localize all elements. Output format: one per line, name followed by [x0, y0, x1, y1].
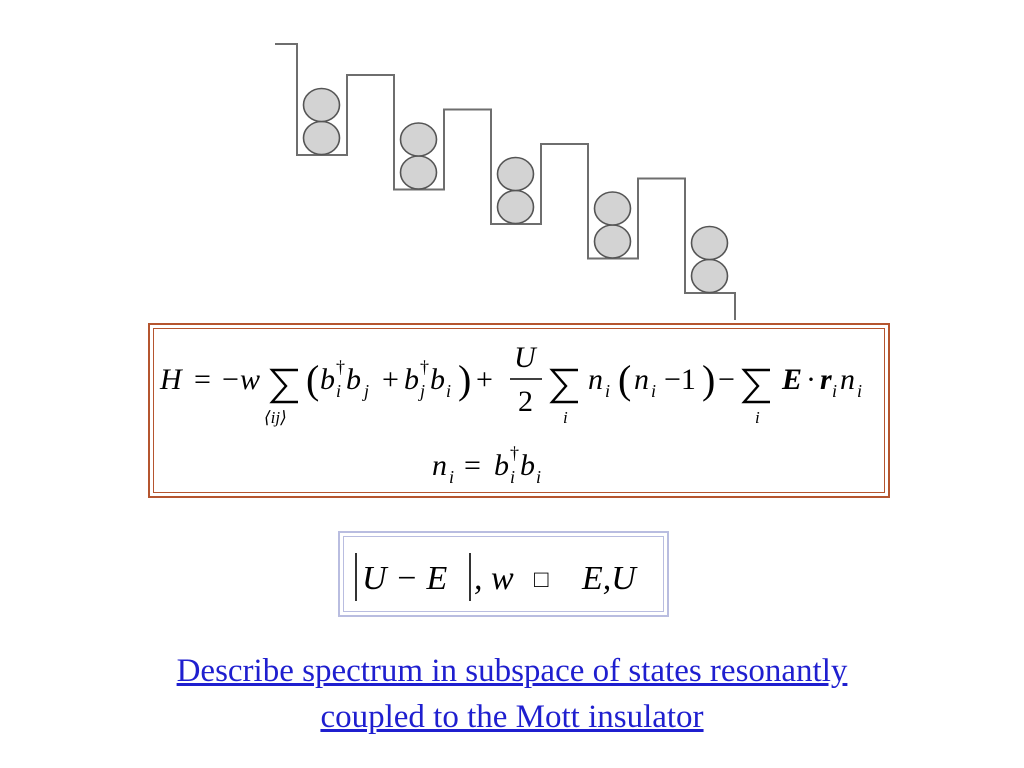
cond-rhs: E,U: [581, 560, 638, 597]
atom-site-1-1: [302, 120, 341, 156]
tilted-lattice-diagram: [275, 43, 736, 320]
paren-open-2: (: [618, 357, 631, 402]
numop-n-sub: i: [449, 467, 454, 487]
eq-minus-w: −: [222, 363, 239, 396]
term-n2: n: [634, 363, 649, 396]
cond-relation: □: [534, 567, 549, 593]
cond-comma-w: , w: [474, 560, 514, 597]
eq-H: H: [159, 363, 184, 396]
sum-pairs-symbol: [269, 368, 298, 404]
describe-spectrum-link[interactable]: Describe spectrum in subspace of states …: [80, 648, 944, 740]
link-line-1[interactable]: Describe spectrum in subspace of states …: [176, 653, 848, 689]
term-E: E: [781, 363, 802, 396]
term-minus-2: −: [718, 363, 735, 396]
numop-n: n: [432, 449, 447, 482]
term-n3-sub: i: [857, 381, 862, 401]
atom-site-1-2: [302, 87, 341, 123]
term-n2-sub: i: [651, 381, 656, 401]
condition-box: U − E , w □ E,U: [338, 531, 669, 617]
term-r: r: [820, 363, 832, 396]
sum-i-index-2: i: [755, 408, 760, 427]
term-b3: b: [404, 363, 419, 396]
term-dot: ·: [806, 363, 816, 396]
numop-equals: =: [464, 449, 481, 482]
term-plus-1: +: [382, 363, 399, 396]
frac-2: 2: [518, 385, 533, 418]
frac-U: U: [514, 341, 538, 374]
term-b1-dagger: †: [336, 357, 345, 377]
eq-equals: =: [194, 363, 211, 396]
term-r-sub: i: [832, 381, 837, 401]
term-n1: n: [588, 363, 603, 396]
numop-b2: b: [520, 449, 535, 482]
paren-close-1: ): [458, 357, 471, 402]
sum-i-index-1: i: [563, 408, 568, 427]
term-minus-one: −1: [664, 363, 696, 396]
paren-open-1: (: [306, 357, 319, 402]
atom-site-3-1: [496, 189, 535, 225]
term-b2: b: [346, 363, 361, 396]
term-b3-dagger: †: [420, 357, 429, 377]
term-b1-sub: i: [336, 381, 341, 401]
atom-site-5-1: [690, 258, 729, 294]
sum-pairs-index: ⟨ij⟩: [264, 408, 287, 427]
atom-site-4-2: [593, 191, 632, 226]
term-b4: b: [430, 363, 445, 396]
term-plus-2: +: [476, 363, 493, 396]
atom-site-5-2: [690, 225, 729, 261]
abs-inner: U − E: [362, 560, 447, 597]
numop-b2-sub: i: [536, 467, 541, 487]
sum-i-symbol-2: [741, 368, 770, 404]
term-n1-sub: i: [605, 381, 610, 401]
term-b3-sub: j: [418, 381, 425, 401]
term-b4-sub: i: [446, 381, 451, 401]
term-n3: n: [840, 363, 855, 396]
sum-i-symbol-1: [549, 368, 578, 404]
condition-equation: U − E , w □ E,U: [355, 553, 638, 601]
hamiltonian-equation: H = − w ⟨ij⟩ ( b † i b j + b † j b i ) +…: [159, 341, 862, 487]
term-b1: b: [320, 363, 335, 396]
paren-close-2: ): [702, 357, 715, 402]
atom-site-2-2: [399, 122, 438, 157]
atom-site-4-1: [593, 224, 632, 259]
term-b2-sub: j: [362, 381, 369, 401]
numop-b1-sub: i: [510, 467, 515, 487]
atom-site-2-1: [399, 155, 438, 190]
eq-w: w: [240, 363, 260, 396]
hamiltonian-box: H = − w ⟨ij⟩ ( b † i b j + b † j b i ) +…: [148, 323, 890, 498]
numop-b1-dagger: †: [510, 443, 519, 463]
atom-site-3-2: [496, 156, 535, 192]
link-line-2[interactable]: coupled to the Mott insulator: [320, 699, 704, 735]
numop-b1: b: [494, 449, 509, 482]
